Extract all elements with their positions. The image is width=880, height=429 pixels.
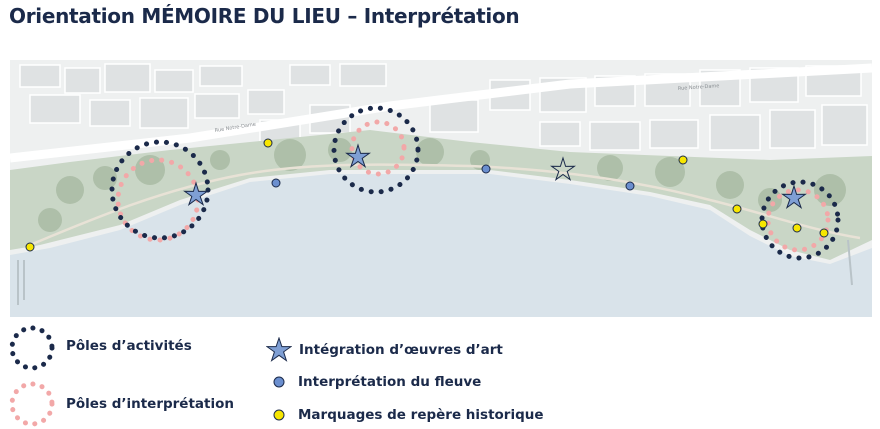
- historic-dot-icon: [758, 219, 768, 229]
- historic-markers: [25, 138, 829, 252]
- historic-dot-icon: [263, 138, 273, 148]
- art-markers: [183, 143, 807, 210]
- legend-label-poles-activites: Pôles d’activités: [66, 338, 192, 354]
- legend-poles-interpretation: Pôles d’interprétation: [8, 380, 234, 428]
- legend-label-oeuvres-art: Intégration d’œuvres d’art: [299, 342, 503, 358]
- historic-dot-icon: [273, 409, 285, 421]
- art-star-icon: [550, 156, 576, 182]
- art-star-icon: [345, 143, 371, 169]
- art-star-icon: [781, 184, 807, 210]
- legend-oeuvres-art: Intégration d’œuvres d’art: [266, 337, 503, 363]
- art-star-icon: [266, 337, 292, 362]
- legend-poles-activites: Pôles d’activités: [8, 324, 192, 372]
- historic-dot-icon: [792, 223, 802, 233]
- historic-dot-icon: [678, 155, 688, 165]
- river-dot-icon: [481, 164, 491, 174]
- river: [10, 174, 872, 317]
- river-dot-icon: [271, 178, 281, 188]
- activity-pole-icon: [9, 325, 55, 371]
- historic-dot-icon: [819, 228, 829, 238]
- page-title: Orientation MÉMOIRE DU LIEU – Interpréta…: [9, 4, 520, 28]
- interpretation-pole: [765, 187, 831, 253]
- activity-pole: [331, 105, 421, 195]
- historic-dot-icon: [732, 204, 742, 214]
- activity-pole: [109, 139, 211, 241]
- legend-label-reperes-historiques: Marquages de repère historique: [298, 407, 544, 423]
- art-star-icon: [183, 181, 209, 207]
- historic-dot-icon: [25, 242, 35, 252]
- legend-label-poles-interpretation: Pôles d’interprétation: [66, 396, 234, 412]
- street-label-east: Rue Notre-Dame: [678, 83, 720, 92]
- interpretation-pole: [349, 119, 407, 177]
- legend-interpretation-fleuve: Interprétation du fleuve: [272, 374, 481, 390]
- interpretation-pole-icon: [9, 381, 55, 427]
- piers: [17, 239, 853, 305]
- river-interpretation-markers: [271, 164, 635, 191]
- shoreline-map[interactable]: Rue Notre-Dame Rue Notre-Dame: [10, 60, 872, 317]
- main-road: [10, 63, 872, 163]
- river-dot-icon: [273, 376, 285, 388]
- legend-label-interpretation-fleuve: Interprétation du fleuve: [298, 374, 482, 390]
- river-dot-icon: [625, 181, 635, 191]
- legend-reperes-historiques: Marquages de repère historique: [272, 407, 544, 423]
